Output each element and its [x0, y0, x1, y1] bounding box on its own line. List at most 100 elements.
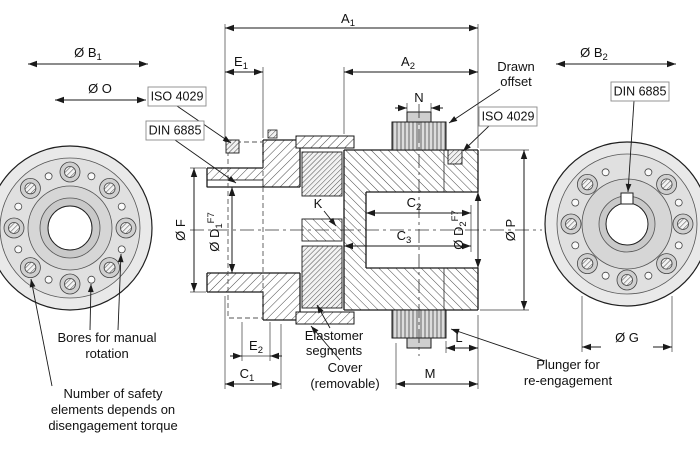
manual-bore-icon — [674, 241, 683, 250]
iso4029-right-label: ISO 4029 — [482, 110, 535, 124]
dim-a2-label: A2 — [401, 54, 415, 72]
dim-n-label: N — [414, 90, 423, 105]
manual-bore-icon — [87, 275, 96, 284]
manual-bore-icon — [601, 271, 610, 280]
safety-element-icon — [99, 257, 120, 279]
callout-iso4029-left: ISO 4029 — [147, 86, 232, 144]
right-bore — [605, 202, 649, 246]
dim-b1-label: Ø B1 — [74, 45, 102, 63]
dim-k-label: K — [314, 196, 323, 211]
cover-screw — [267, 129, 278, 139]
right-end-view — [544, 141, 700, 307]
callout-elastomer: Elastomer segments — [305, 304, 364, 358]
dim-n: N — [395, 90, 443, 112]
safety-element-icon — [99, 177, 120, 199]
iso4029-left-label: ISO 4029 — [151, 90, 204, 104]
dim-f: Ø F — [173, 167, 206, 293]
dim-a1: A1 — [224, 11, 479, 148]
safety-element-icon — [577, 173, 598, 195]
left-bore — [47, 205, 93, 251]
cover-line2: (removable) — [310, 376, 379, 391]
dim-l: L — [445, 315, 479, 353]
left-keyway-groove — [206, 179, 264, 188]
elastomer-line1: Elastomer — [305, 328, 364, 343]
plunger-line1: Plunger for — [536, 357, 600, 372]
manual-bore-icon — [117, 202, 126, 211]
dim-c2-label: C2 — [407, 195, 422, 213]
dim-l-label: L — [455, 330, 462, 345]
dim-o: Ø O — [55, 81, 146, 104]
safety-element-icon — [560, 213, 582, 235]
bores-line2: rotation — [85, 346, 128, 361]
cover — [295, 135, 355, 325]
dim-b1: Ø B1 — [28, 45, 148, 68]
safety-element-icon — [19, 177, 41, 199]
safety-note-line3: disengagement torque — [48, 418, 177, 433]
dim-k: K — [314, 196, 337, 227]
elastomer-line2: segments — [306, 343, 363, 358]
dim-b2: Ø B2 — [556, 45, 676, 68]
manual-bore-icon — [644, 168, 653, 177]
dim-m: M — [395, 343, 479, 389]
din6885-left-label: DIN 6885 — [149, 124, 202, 138]
dim-e1: E1 — [225, 54, 264, 138]
setscrew-right — [447, 149, 463, 165]
dim-e1-label: E1 — [234, 54, 248, 72]
dim-m-label: M — [425, 366, 436, 381]
dim-c3: C3 — [344, 228, 471, 250]
manual-bore-icon — [644, 271, 653, 280]
manual-bore-icon — [571, 198, 580, 207]
callout-din6885-right: DIN 6885 — [610, 81, 670, 193]
safety-element-icon — [577, 253, 598, 275]
dim-a2: A2 — [343, 54, 478, 134]
manual-bore-icon — [14, 245, 23, 254]
dim-c3-label: C3 — [397, 228, 412, 246]
dim-b2-label: Ø B2 — [580, 45, 608, 63]
callout-din6885-left: DIN 6885 — [145, 120, 237, 184]
plunger-line2: re-engagement — [524, 373, 613, 388]
dim-c1: C1 — [224, 296, 282, 389]
cover-line1: Cover — [328, 360, 363, 375]
manual-bore-icon — [117, 245, 126, 254]
dimensions: A1 E1 A2 N Ø B1 Ø O — [28, 11, 676, 389]
callout-safety-note: Number of safety elements depends on dis… — [29, 278, 178, 433]
callout-iso4029-right: ISO 4029 — [462, 106, 538, 152]
safety-element-icon — [672, 213, 694, 235]
dim-c2: C2 — [366, 195, 472, 252]
manual-bore-icon — [14, 202, 23, 211]
dim-g-label: Ø G — [615, 330, 639, 345]
right-keyway — [620, 192, 634, 205]
manual-bore-icon — [674, 198, 683, 207]
dim-d1-label: Ø D1F7 — [206, 212, 225, 252]
phantom-hub-outline — [227, 141, 264, 319]
manual-bore-icon — [87, 172, 96, 181]
manual-bore-icon — [601, 168, 610, 177]
safety-element-icon — [59, 273, 81, 295]
dim-d2-label: Ø D2F7 — [450, 210, 469, 250]
safety-element-icon — [19, 257, 41, 279]
dim-e2-label: E2 — [249, 338, 263, 356]
manual-bore-icon — [44, 172, 53, 181]
dim-p-label: Ø P — [503, 219, 518, 241]
setscrew-left — [225, 139, 240, 154]
section-view — [190, 104, 542, 356]
drawn-offset-line2: offset — [500, 74, 532, 89]
dim-d2: Ø D2F7 — [450, 192, 482, 268]
dim-c1-label: C1 — [240, 366, 255, 384]
safety-element-icon — [3, 217, 25, 239]
dim-o-label: Ø O — [88, 81, 112, 96]
bores-line1: Bores for manual — [58, 330, 157, 345]
safety-note-line2: elements depends on — [51, 402, 175, 417]
drawn-offset-line1: Drawn — [497, 59, 535, 74]
safety-element-icon — [656, 253, 677, 275]
callouts: ISO 4029 DIN 6885 ISO 4029 DIN 6885 Draw… — [29, 59, 670, 433]
callout-bores: Bores for manual rotation — [58, 253, 157, 361]
manual-bore-icon — [571, 241, 580, 250]
safety-element-icon — [115, 217, 137, 239]
dim-a1-label: A1 — [341, 11, 355, 29]
safety-note-line1: Number of safety — [64, 386, 163, 401]
dim-f-label: Ø F — [173, 219, 188, 241]
callout-plunger: Plunger for re-engagement — [450, 328, 613, 388]
dim-e2: E2 — [230, 322, 282, 361]
